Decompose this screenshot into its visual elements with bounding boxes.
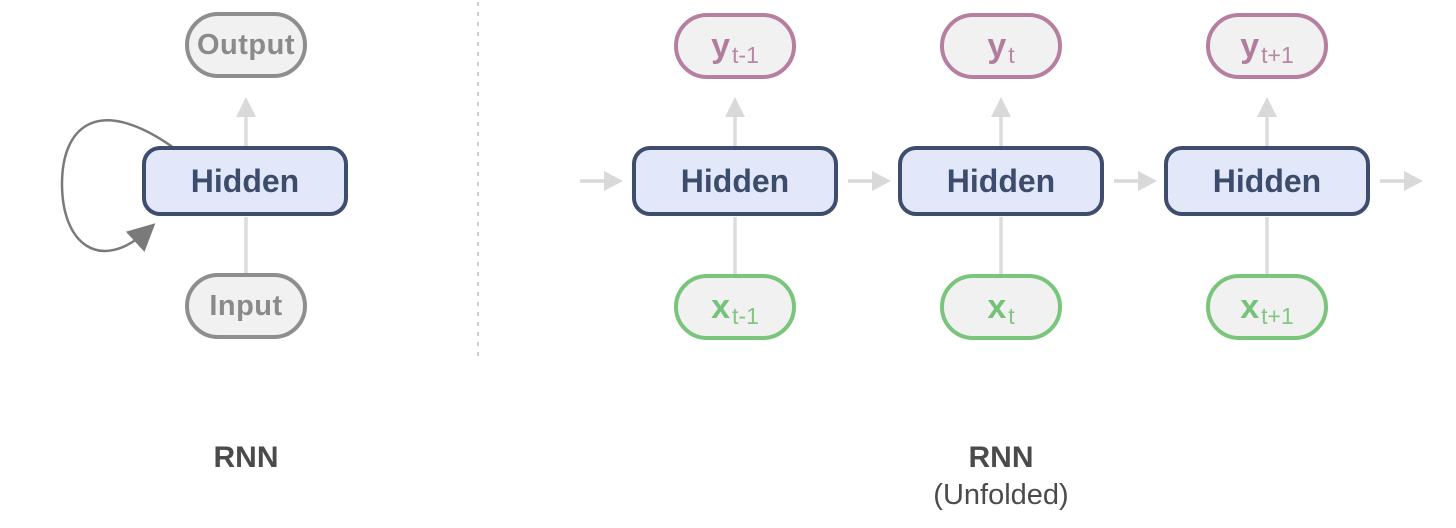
hidden-node: Hidden <box>142 146 348 216</box>
x-node-t-subscript: t <box>1008 302 1015 329</box>
hidden-node-t-label: Hidden <box>946 162 1056 199</box>
arrow-hidden-1-to-hidden-2 <box>848 171 891 191</box>
y-node-t-label: y <box>987 27 1007 65</box>
x-node-t-label: x <box>987 288 1007 326</box>
y-node-t-1-label: y <box>711 27 731 65</box>
input-node-label: Input <box>209 289 283 322</box>
output-node-label: Output <box>196 28 295 61</box>
arrow-hidden-3-to-y3 <box>1257 97 1277 146</box>
x-node-t-1-label: x <box>711 288 731 326</box>
x-node-t-1-subscript: t-1 <box>732 302 759 329</box>
x-node-t+1-label: x <box>1240 288 1260 326</box>
hidden-node-t+1: Hidden <box>1164 146 1370 216</box>
arrow-into-hidden-1 <box>580 171 623 191</box>
folded-title: RNN <box>213 441 279 474</box>
hidden-node-t+1-label: Hidden <box>1212 162 1322 199</box>
y-node-t+1-label: y <box>1240 27 1260 65</box>
arrow-hidden-1-to-y1 <box>725 97 745 146</box>
hidden-node-t-1-label: Hidden <box>680 162 790 199</box>
arrow-hidden-to-output <box>236 97 256 146</box>
hidden-node-t: Hidden <box>898 146 1104 216</box>
hidden-node-label: Hidden <box>190 162 300 199</box>
y-node-t-subscript: t <box>1008 41 1015 68</box>
output-node: Output <box>185 12 307 78</box>
unfolded-subtitle: (Unfolded) <box>933 479 1069 511</box>
arrow-hidden-2-to-hidden-3 <box>1114 171 1157 191</box>
unfolded-title: RNN <box>968 441 1034 474</box>
hidden-node-t-1: Hidden <box>632 146 838 216</box>
x-node-t+1-subscript: t+1 <box>1261 302 1294 329</box>
input-node: Input <box>185 273 307 339</box>
y-node-t+1-subscript: t+1 <box>1261 41 1294 68</box>
y-node-t-1-subscript: t-1 <box>732 41 759 68</box>
arrow-hidden-2-to-y2 <box>991 97 1011 146</box>
arrow-out-of-hidden-3 <box>1380 171 1423 191</box>
